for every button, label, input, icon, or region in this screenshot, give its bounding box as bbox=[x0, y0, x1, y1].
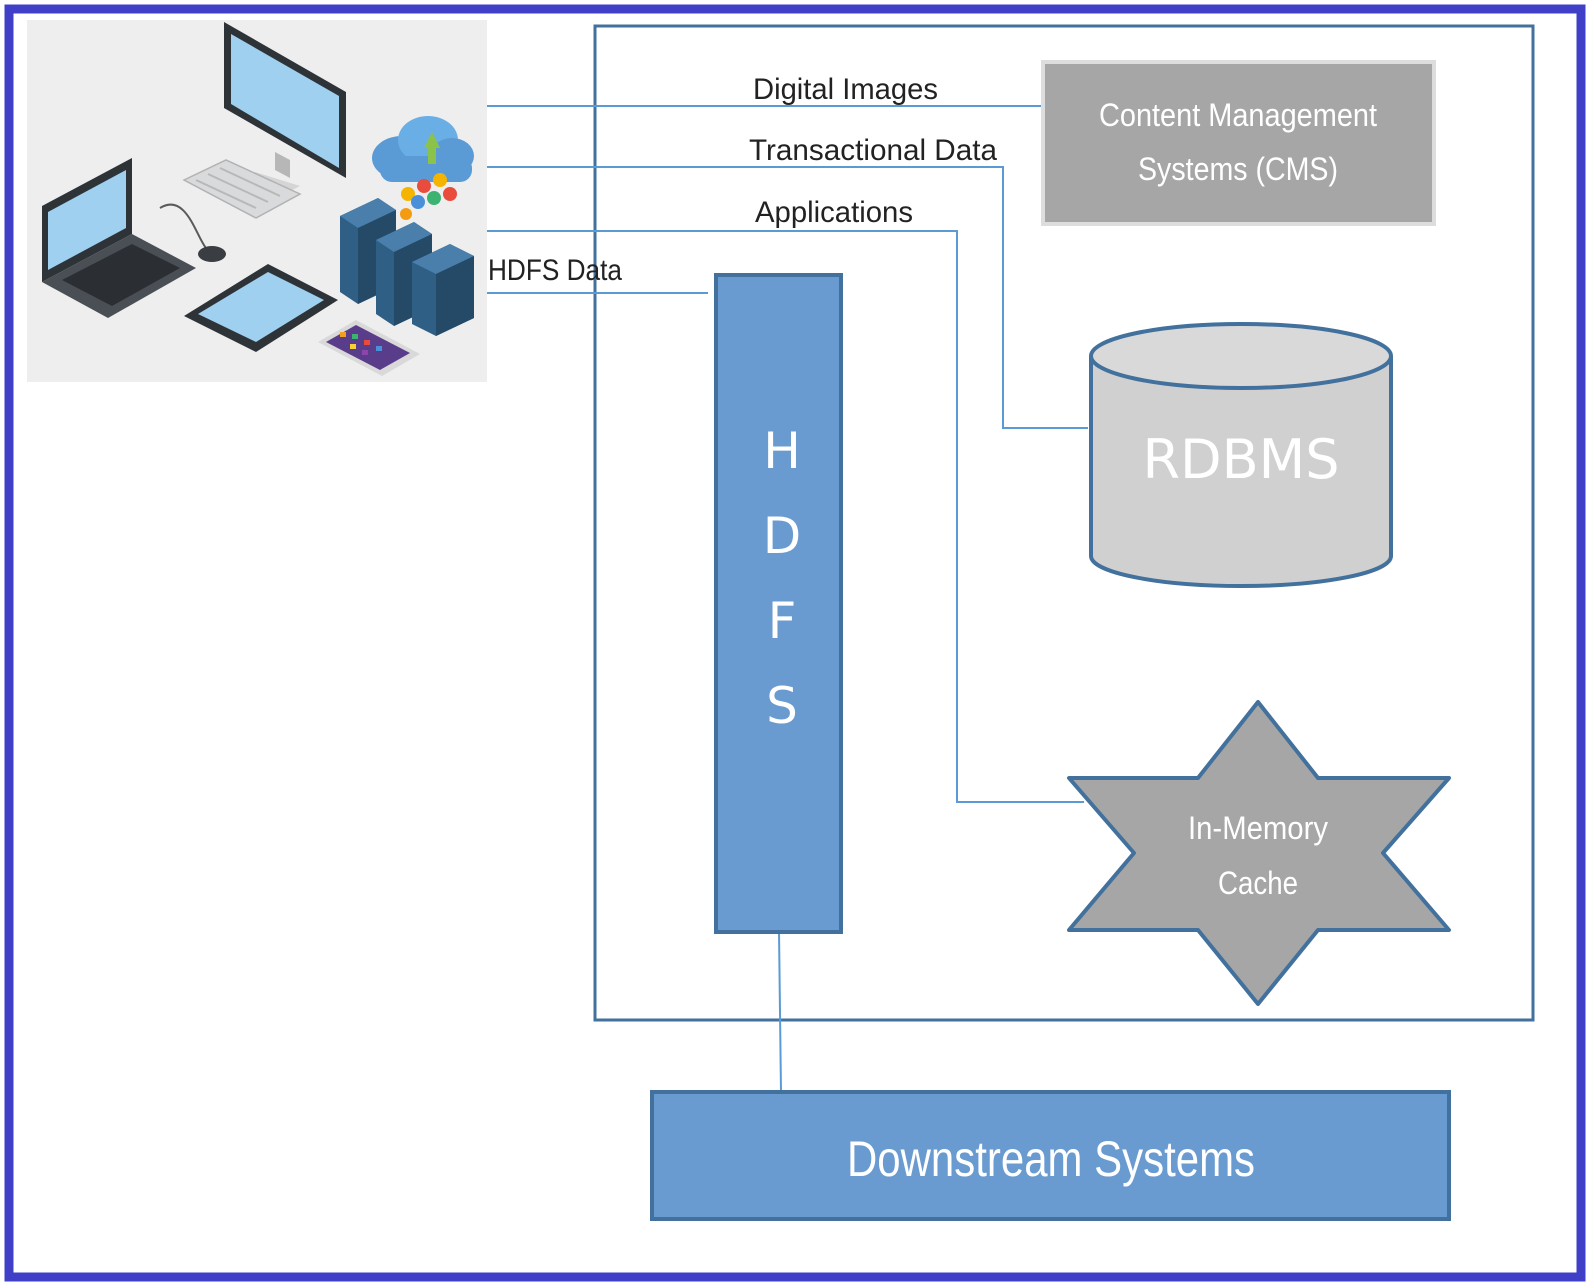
rdbms-cylinder bbox=[1089, 322, 1393, 588]
rdbms-label: RDBMS bbox=[1142, 428, 1339, 491]
hdfs-letter-h: H bbox=[763, 422, 801, 480]
applications-connector bbox=[487, 230, 1084, 803]
downstream-systems-box bbox=[650, 1090, 1451, 1221]
cms-box bbox=[1041, 60, 1436, 226]
laptop-icon bbox=[42, 158, 196, 318]
system-boundary bbox=[593, 24, 1535, 1022]
flow-label-digital-images: Digital Images bbox=[753, 73, 938, 106]
mouse-icon bbox=[159, 203, 226, 262]
downstream-systems-label: Downstream Systems bbox=[847, 1131, 1255, 1187]
hdfs-letter-d: D bbox=[763, 507, 802, 565]
cloud-icon bbox=[372, 116, 474, 182]
app-tiles-icon bbox=[400, 173, 457, 220]
flow-label-applications: Applications bbox=[755, 196, 913, 229]
flow-label-transactional-data: Transactional Data bbox=[749, 134, 997, 167]
transactional-data-connector bbox=[487, 166, 1088, 429]
tablet-icon bbox=[184, 264, 338, 352]
devices-illustration bbox=[27, 20, 487, 382]
keyboard-icon bbox=[182, 159, 302, 219]
server-rack-icon bbox=[340, 198, 474, 336]
cache-label-line2: Cache bbox=[1218, 865, 1298, 901]
flow-label-hdfs-data: HDFS Data bbox=[488, 254, 622, 287]
hdfs-letter-f: F bbox=[768, 592, 797, 650]
hdfs-downstream-connector bbox=[778, 931, 782, 1093]
hdfs-box bbox=[714, 273, 843, 934]
in-memory-cache-star bbox=[1067, 700, 1451, 1006]
cms-label-line1: Content Management bbox=[1099, 97, 1377, 133]
outer-frame bbox=[4, 4, 1586, 1282]
cms-label-line2: Systems (CMS) bbox=[1138, 151, 1338, 187]
hdfs-letter-s: S bbox=[766, 677, 798, 735]
cache-label-line1: In-Memory bbox=[1188, 810, 1328, 846]
smartphone-icon bbox=[318, 320, 420, 376]
